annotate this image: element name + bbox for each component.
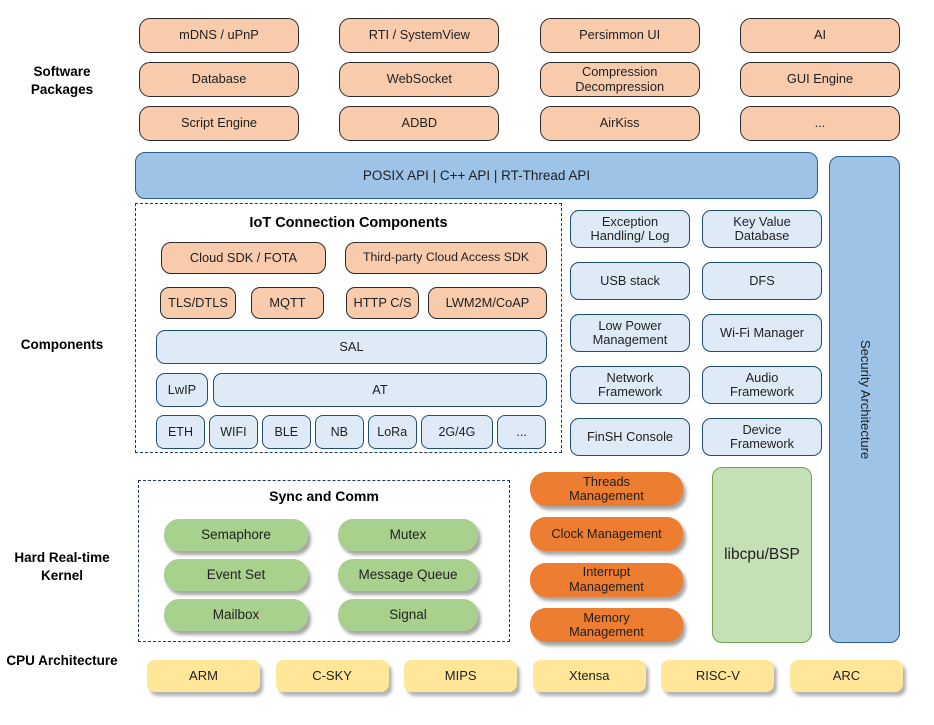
libcpu-bsp-box: libcpu/BSP: [712, 467, 812, 643]
service-box-exception-log: Exception Handling/ Log: [570, 210, 690, 248]
iot-link-ble: BLE: [261, 415, 311, 449]
pkg-box-database: Database: [139, 62, 299, 97]
service-box-dfs: DFS: [702, 262, 822, 300]
kernel-management-column: Threads Management Clock Management Inte…: [530, 472, 683, 642]
pkg-box-ai: AI: [739, 18, 900, 53]
iot-box-at: AT: [213, 373, 547, 407]
pkg-box-mdns-upnp: mDNS / uPnP: [139, 18, 299, 53]
kernel-box-clock-management: Clock Management: [530, 517, 683, 552]
service-box-low-power-management: Low Power Management: [570, 314, 690, 352]
iot-link-wifi: WIFI: [208, 415, 258, 449]
kernel-box-message-queue: Message Queue: [338, 559, 478, 591]
iot-box-http-cs: HTTP C/S: [346, 287, 419, 319]
sync-and-comm-group: Sync and Comm Semaphore Mutex Event Set …: [138, 480, 510, 642]
iot-box-cloud-sdk-fota: Cloud SDK / FOTA: [161, 242, 326, 274]
iot-link-2g4g: 2G/4G: [420, 415, 494, 449]
cpu-box-xtensa: Xtensa: [532, 660, 646, 692]
section-label-software-packages: Software Packages: [30, 64, 94, 97]
kernel-box-memory-management: Memory Management: [530, 607, 683, 642]
kernel-box-interrupt-management: Interrupt Management: [530, 562, 683, 597]
pkg-box-gui-engine: GUI Engine: [739, 62, 900, 97]
iot-link-lora: LoRa: [367, 415, 417, 449]
kernel-box-semaphore: Semaphore: [164, 519, 308, 551]
section-label-components: Components: [20, 337, 104, 352]
service-box-usb-stack: USB stack: [570, 262, 690, 300]
cpu-box-arc: ARC: [789, 660, 903, 692]
component-services-grid: Exception Handling/ Log Key Value Databa…: [570, 210, 822, 456]
iot-link-more: ...: [497, 415, 547, 449]
iot-link-nb: NB: [314, 415, 364, 449]
pkg-box-airkiss: AirKiss: [539, 106, 700, 141]
kernel-box-mailbox: Mailbox: [164, 599, 308, 631]
service-box-wifi-manager: Wi-Fi Manager: [702, 314, 822, 352]
pkg-box-more: ...: [739, 106, 900, 141]
pkg-box-websocket: WebSocket: [339, 62, 500, 97]
cpu-box-c-sky: C-SKY: [275, 660, 389, 692]
pkg-box-rti-systemview: RTI / SystemView: [339, 18, 500, 53]
iot-link-eth: ETH: [156, 415, 205, 449]
section-label-cpu: CPU Architecture: [6, 653, 118, 668]
iot-link-row: ETH WIFI BLE NB LoRa 2G/4G ...: [156, 415, 547, 449]
section-label-kernel: Hard Real-time Kernel: [14, 550, 110, 583]
posix-api-bar: POSIX API | C++ API | RT-Thread API: [135, 152, 818, 199]
kernel-box-threads-management: Threads Management: [530, 472, 683, 506]
sync-grid: Semaphore Mutex Event Set Message Queue …: [164, 519, 478, 631]
iot-box-lwip: LwIP: [156, 373, 208, 407]
cpu-box-mips: MIPS: [404, 660, 518, 692]
cpu-box-risc-v: RISC-V: [661, 660, 775, 692]
kernel-box-event-set: Event Set: [164, 559, 308, 591]
pkg-box-adbd: ADBD: [339, 106, 500, 141]
software-packages-grid: mDNS / uPnP RTI / SystemView Persimmon U…: [139, 18, 900, 141]
cpu-box-arm: ARM: [147, 660, 260, 692]
iot-box-lwm2m-coap: LWM2M/CoAP: [428, 287, 547, 319]
pkg-box-compression: Compression Decompression: [539, 62, 700, 97]
service-box-audio-framework: Audio Framework: [702, 366, 822, 404]
iot-connection-components-group: IoT Connection Components Cloud SDK / FO…: [135, 203, 562, 453]
kernel-box-mutex: Mutex: [338, 519, 478, 551]
kernel-box-signal: Signal: [338, 599, 478, 631]
iot-box-sal: SAL: [156, 330, 547, 364]
pkg-box-script-engine: Script Engine: [139, 106, 299, 141]
cpu-architecture-row: ARM C-SKY MIPS Xtensa RISC-V ARC: [147, 660, 903, 692]
service-box-network-framework: Network Framework: [570, 366, 690, 404]
service-box-key-value-database: Key Value Database: [702, 210, 822, 248]
iot-box-tls-dtls: TLS/DTLS: [160, 287, 236, 319]
security-architecture-bar: Security Architecture: [829, 156, 900, 643]
iot-group-title: IoT Connection Components: [249, 215, 448, 231]
service-box-device-framework: Device Framework: [702, 418, 822, 456]
sync-group-title: Sync and Comm: [269, 488, 379, 504]
service-box-finsh-console: FinSH Console: [570, 418, 690, 456]
pkg-box-persimmon-ui: Persimmon UI: [539, 18, 700, 53]
iot-box-third-party-cloud-sdk: Third-party Cloud Access SDK: [345, 242, 547, 274]
iot-box-mqtt: MQTT: [251, 287, 324, 319]
